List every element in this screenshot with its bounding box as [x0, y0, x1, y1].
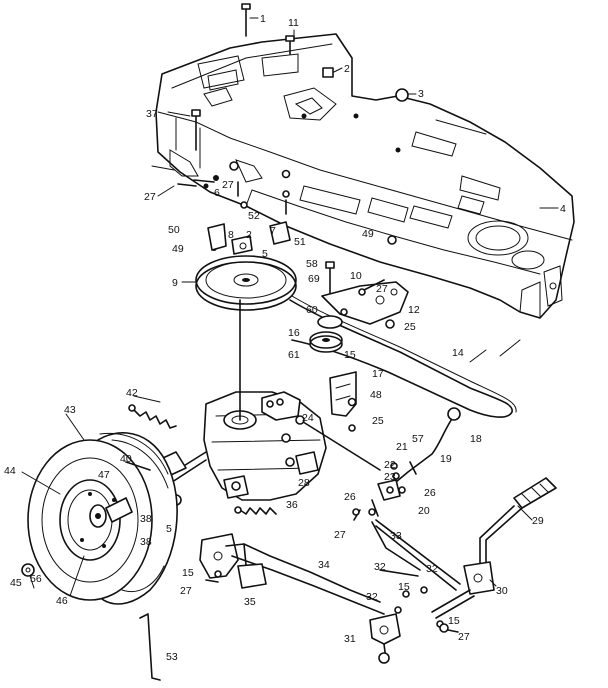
callout-35: 35 [244, 596, 256, 608]
part-callouts: 1 11 2 3 37 4 27 6 27 52 8 2 7 50 49 5 5… [4, 13, 566, 663]
transmission-pulley [195, 255, 297, 311]
callout-61: 61 [288, 349, 300, 361]
callout-58: 58 [306, 258, 318, 270]
callout-15: 15 [182, 567, 194, 579]
springs [125, 404, 277, 515]
callout-38: 38 [140, 536, 152, 548]
speed-control-rod [368, 407, 461, 591]
callout-50: 50 [168, 224, 180, 236]
callout-27: 27 [334, 529, 346, 541]
callout-5: 5 [262, 248, 268, 260]
callout-28: 28 [298, 477, 310, 489]
callout-10: 10 [350, 270, 362, 282]
callout-30: 30 [496, 585, 508, 597]
callout-14: 14 [452, 347, 464, 359]
callout-20: 20 [418, 505, 430, 517]
drive-belt [289, 295, 517, 418]
callout-32: 32 [426, 563, 438, 575]
callout-11: 11 [288, 17, 299, 29]
callout-3: 3 [418, 88, 424, 100]
callout-7: 7 [270, 225, 276, 237]
callout-33: 33 [390, 530, 402, 542]
callout-24: 24 [302, 412, 314, 424]
callout-23: 23 [384, 471, 396, 483]
brake-pedal [431, 477, 557, 619]
callout-22: 22 [384, 459, 396, 471]
callout-21: 21 [396, 441, 408, 453]
chassis-frame [155, 33, 575, 319]
rear-tire [27, 431, 178, 605]
callout-17: 17 [372, 368, 384, 380]
callout-37: 37 [146, 108, 158, 120]
idler-brackets [207, 221, 291, 255]
callout-8: 8 [228, 229, 234, 241]
callout-49: 49 [362, 228, 374, 240]
callout-6: 6 [214, 187, 220, 199]
callout-69: 69 [308, 273, 320, 285]
callout-36: 36 [286, 499, 298, 511]
callout-52: 52 [248, 210, 260, 222]
callout-27: 27 [222, 179, 234, 191]
callout-40: 40 [120, 453, 132, 465]
callout-1: 1 [260, 13, 266, 25]
callout-15: 15 [448, 615, 460, 627]
callout-48: 48 [370, 389, 382, 401]
frame-hardware [177, 3, 409, 251]
callout-26: 26 [344, 491, 356, 503]
brake-rod [139, 613, 161, 681]
callout-15: 15 [398, 581, 410, 593]
misc-hardware [21, 179, 459, 633]
callout-43: 43 [64, 404, 76, 416]
callout-57: 57 [412, 433, 424, 445]
leader-lines [21, 17, 559, 597]
callout-27: 27 [144, 191, 156, 203]
callout-16: 16 [288, 327, 300, 339]
callout-29: 29 [532, 515, 544, 527]
callout-27: 27 [180, 585, 192, 597]
callout-18: 18 [470, 433, 482, 445]
callout-38: 38 [140, 513, 152, 525]
callout-34: 34 [318, 559, 330, 571]
callout-51: 51 [294, 236, 306, 248]
callout-45: 45 [10, 577, 22, 589]
callout-2: 2 [246, 229, 252, 241]
callout-60: 60 [306, 304, 318, 316]
callout-49: 49 [172, 243, 184, 255]
callout-46: 46 [56, 595, 68, 607]
callout-4: 4 [560, 203, 566, 215]
callout-19: 19 [440, 453, 452, 465]
idler-arm-assembly [309, 261, 409, 353]
callout-42: 42 [126, 387, 138, 399]
callout-31: 31 [344, 633, 356, 645]
callout-44: 44 [4, 465, 16, 477]
callout-26: 26 [424, 487, 436, 499]
clutch-linkage [199, 521, 444, 664]
callout-27: 27 [458, 631, 470, 643]
callout-32: 32 [366, 591, 378, 603]
callout-15: 15 [344, 349, 356, 361]
callout-27: 27 [376, 283, 388, 295]
callout-12: 12 [408, 304, 420, 316]
callout-2: 2 [344, 63, 350, 75]
callout-53: 53 [166, 651, 178, 663]
callout-56: 56 [30, 573, 42, 585]
callout-9: 9 [172, 277, 178, 289]
callout-25: 25 [372, 415, 384, 427]
shift-bracket [295, 371, 381, 471]
callout-25: 25 [404, 321, 416, 333]
callout-5: 5 [166, 523, 172, 535]
callout-32: 32 [374, 561, 386, 573]
callout-47: 47 [98, 469, 110, 481]
